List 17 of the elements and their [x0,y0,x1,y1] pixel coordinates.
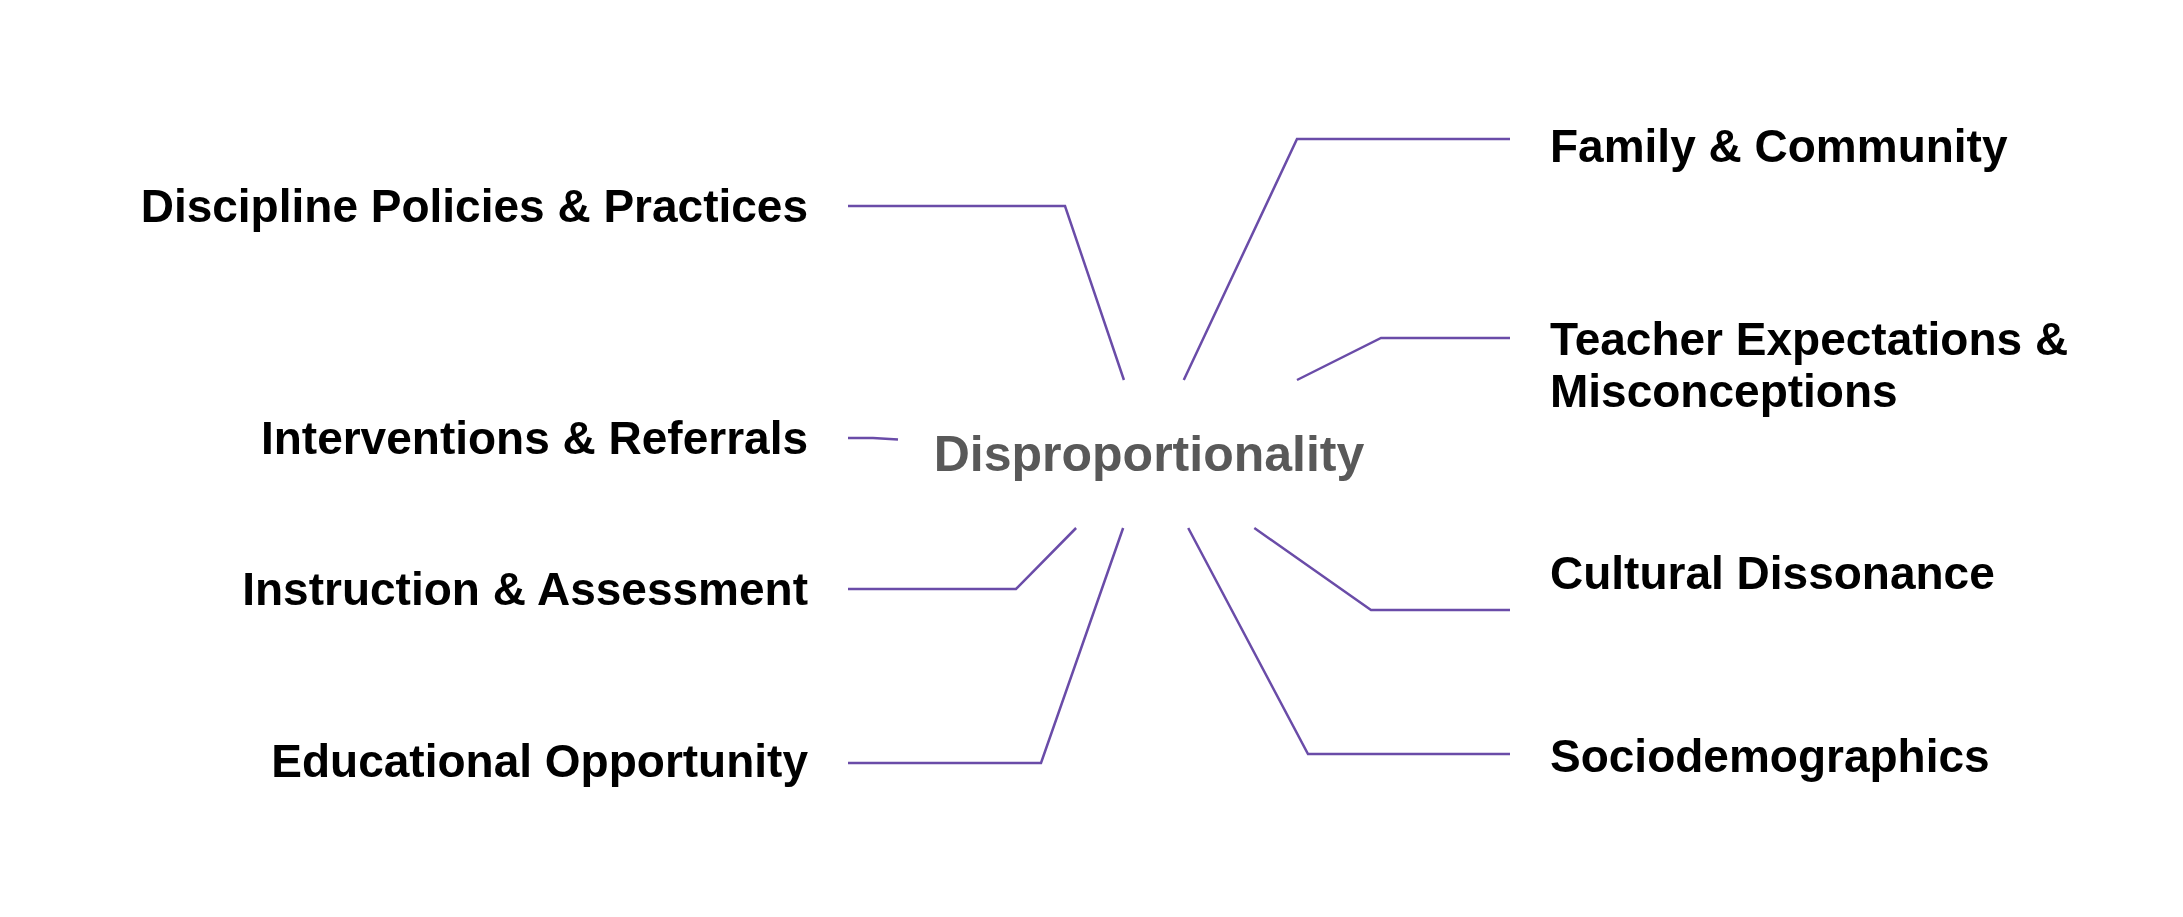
connector-line [1253,526,1510,612]
branch-label: Discipline Policies & Practices [139,180,808,232]
branch-label: Interventions & Referrals [259,412,808,464]
connector-line [848,527,1125,765]
connector-line [848,436,899,441]
branch-label: Cultural Dissonance [1550,547,1996,599]
branch-label: Sociodemographics [1550,730,1991,782]
connector-line [1187,527,1510,756]
branch-label: Teacher Expectations & Misconceptions [1550,313,2070,417]
central-topic: Disproportionality [932,428,1366,480]
connector-line [1182,137,1510,381]
connector-line [1296,336,1510,382]
connector-line [848,527,1077,591]
branch-label: Family & Community [1550,120,2009,172]
branch-label: Educational Opportunity [270,735,808,787]
connector-line [848,204,1126,381]
branch-label: Instruction & Assessment [241,563,808,615]
